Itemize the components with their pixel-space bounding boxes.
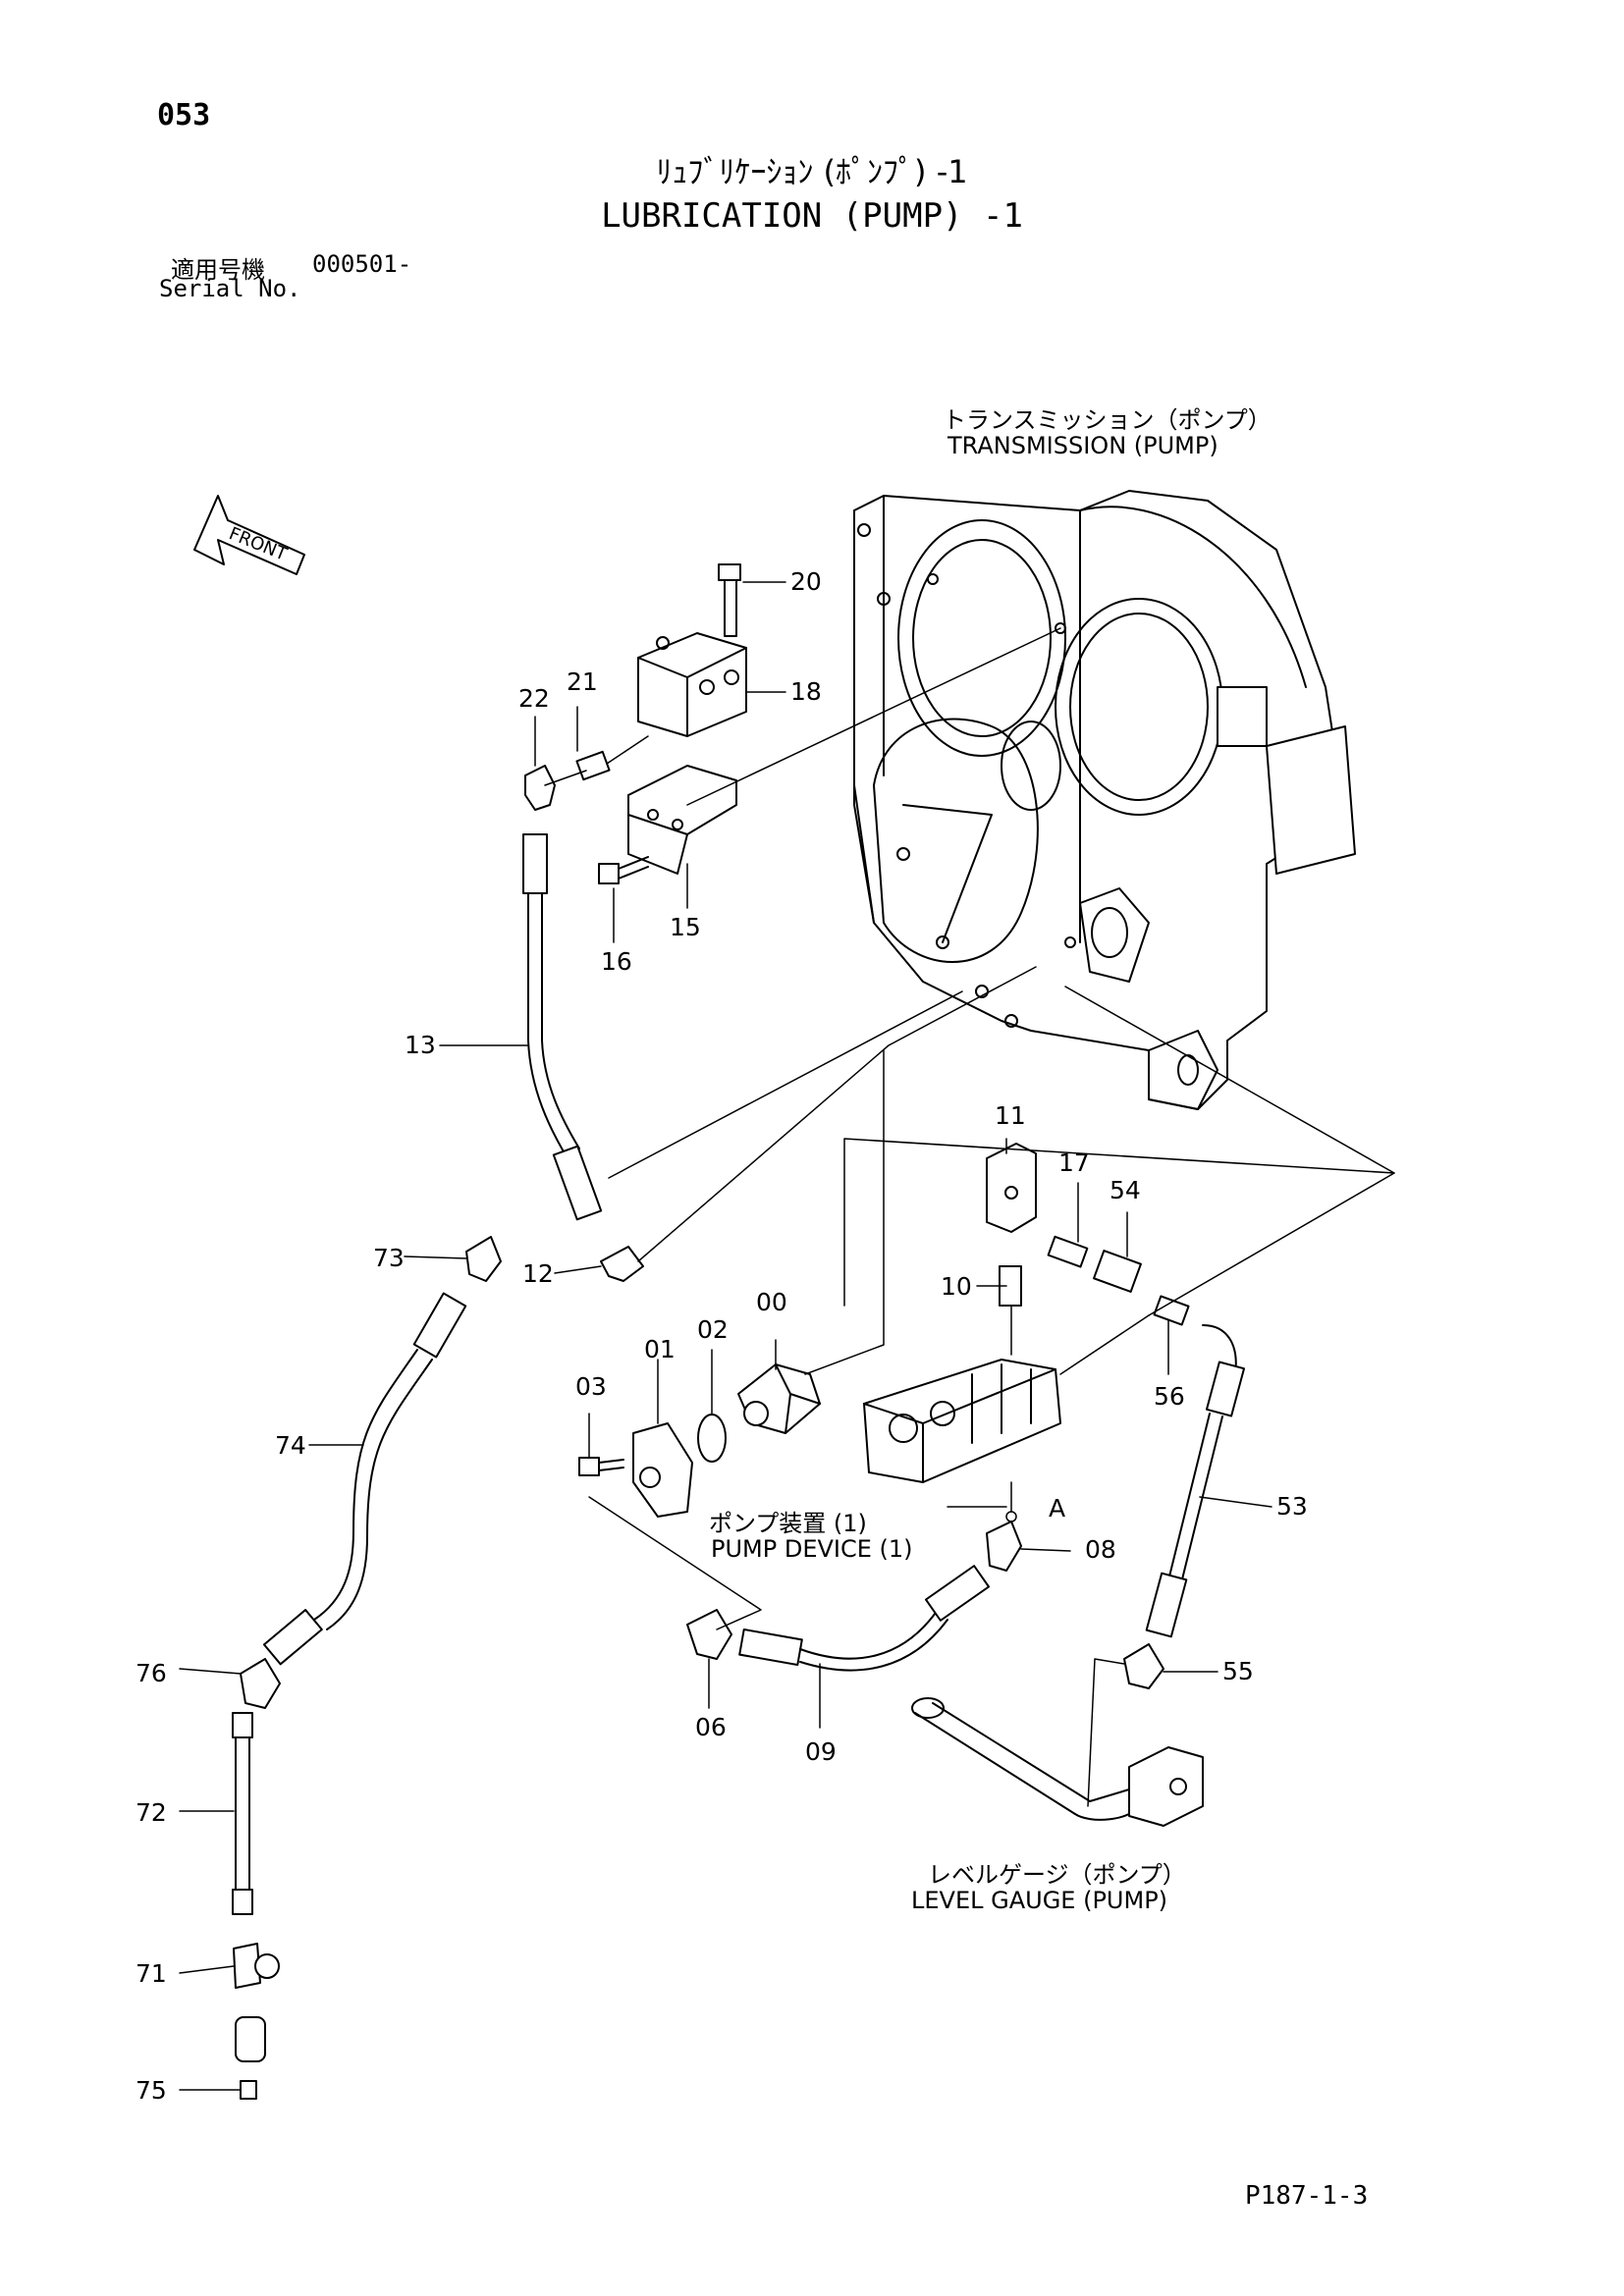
part-22-elbow (524, 765, 556, 811)
ref-a-label: A (1049, 1494, 1066, 1522)
part-label: 15 (670, 913, 701, 941)
part-label: 71 (135, 1959, 167, 1988)
part-label: 75 (135, 2076, 167, 2105)
part-71-valve (233, 1943, 280, 1989)
part-08-elbow (986, 1521, 1022, 1572)
leader-lines (179, 581, 1272, 2091)
part-02-oring (697, 1414, 727, 1463)
part-label: 09 (805, 1737, 837, 1766)
assembly-lines (544, 627, 1395, 1807)
part-74-elbow (465, 1236, 502, 1282)
part-17-block (637, 632, 747, 737)
level-gauge-caption: LEVEL GAUGE (PUMP) (911, 1887, 1168, 1914)
page-title-jp: ﾘｭﾌﾞﾘｹｰｼｮﾝ (ﾎﾟﾝﾌﾟ) -1 (656, 153, 968, 190)
part-label: 54 (1110, 1176, 1141, 1204)
level-gauge-caption-jp: レベルゲージ（ポンプ） (928, 1861, 1186, 1889)
part-21-fitting (575, 750, 611, 781)
part-label: 55 (1222, 1657, 1254, 1685)
part-label: 13 (405, 1031, 436, 1059)
part-11-block (986, 1143, 1037, 1233)
front-label: FRONT (226, 523, 291, 565)
part-53-hose (1145, 1324, 1246, 1638)
part-label: 16 (601, 947, 632, 976)
level-gauge (911, 1697, 1204, 1827)
serial-label-jp: 適用号機 (171, 256, 265, 284)
part-00-strainer (737, 1363, 821, 1434)
part-label: 12 (522, 1259, 554, 1288)
part-label: 00 (756, 1288, 787, 1316)
part-label: 06 (695, 1713, 727, 1741)
part-label: 76 (135, 1659, 167, 1687)
part-label: 01 (644, 1335, 676, 1363)
part-01-cover (632, 1422, 693, 1518)
part-label: 11 (995, 1101, 1026, 1130)
part-label: 21 (567, 667, 598, 696)
page-title: LUBRICATION (PUMP) -1 (601, 196, 1023, 236)
part-label: 22 (518, 684, 550, 713)
part-label: 56 (1154, 1382, 1185, 1411)
page-reference: P187-1-3 (1245, 2181, 1369, 2211)
part-54-sleeve (1093, 1250, 1142, 1293)
part-75-hose (262, 1292, 467, 1666)
serial-label: Serial No. (159, 275, 301, 302)
part-label: 20 (790, 567, 822, 596)
part-cap (235, 2016, 266, 2062)
part-13-hose (522, 833, 603, 1221)
part-label: 53 (1276, 1492, 1308, 1521)
part-73-pipe (232, 1712, 253, 1915)
part-label: 08 (1085, 1535, 1116, 1564)
part-label: 73 (373, 1244, 405, 1272)
part-label: 02 (697, 1315, 729, 1344)
pump-body (863, 1359, 1061, 1483)
transmission-housing (853, 490, 1356, 1110)
part-15-bracket (627, 765, 737, 875)
transmission-caption-jp: トランスミッション（ポンプ） (943, 406, 1272, 434)
pump-device-caption-jp: ポンプ装置 (1) (709, 1510, 867, 1537)
part-label: 10 (941, 1272, 972, 1301)
part-label: 18 (790, 677, 822, 706)
part-76-elbow (240, 1658, 281, 1709)
transmission-caption: TRANSMISSION (PUMP) (947, 432, 1218, 459)
part-72-plug (240, 2080, 257, 2100)
part-label: 03 (575, 1372, 607, 1401)
part-18-bolt (718, 563, 741, 637)
part-56-fitting (1153, 1295, 1190, 1326)
part-label: 17 (1058, 1148, 1090, 1177)
serial-value: 000501- (312, 250, 412, 278)
part-label: 74 (275, 1431, 306, 1460)
pump-device-caption: PUMP DEVICE (1) (711, 1535, 913, 1563)
part-55-elbow (1123, 1643, 1164, 1689)
part-03-bolt (578, 1457, 624, 1476)
part-label: 72 (135, 1798, 167, 1827)
front-arrow-icon: FRONT (193, 495, 305, 575)
part-16-bolt (598, 856, 649, 884)
part-20-fitting (1047, 1235, 1089, 1268)
part-12-elbow (600, 1246, 644, 1282)
page-number: 053 (157, 98, 211, 133)
part-06-elbow (686, 1609, 732, 1660)
part-09-hose (738, 1565, 991, 1672)
